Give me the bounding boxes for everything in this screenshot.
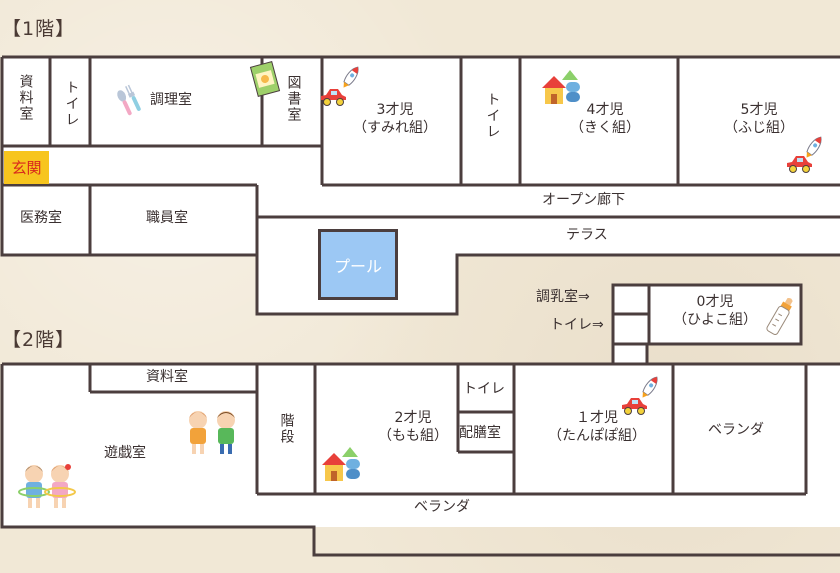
entrance: 玄関 — [4, 151, 49, 184]
room-toilet-1f-b: トイレ — [484, 92, 501, 140]
toy-car-icon — [321, 89, 346, 106]
toilet-pointer: トイレ⇒ — [550, 317, 604, 333]
floor-1-label: 【1階】 — [2, 18, 76, 40]
room-playroom: 遊戯室 — [104, 445, 146, 461]
pool: プール — [318, 229, 398, 300]
toy-car-icon — [622, 398, 647, 415]
room-toilet-1f-a: トイレ — [63, 80, 80, 128]
room-library: 図書室 — [285, 75, 302, 123]
terrace: テラス — [566, 227, 608, 243]
room-age2: 2才児 （もも組） — [378, 410, 448, 444]
toy-house-icon — [322, 447, 360, 481]
rocket-icon — [343, 66, 359, 88]
open-corridor: オープン廊下 — [542, 192, 626, 208]
toy-house-icon — [542, 70, 580, 104]
room-kitchen: 調理室 — [150, 92, 192, 108]
floor-2-label: 【2階】 — [2, 329, 76, 351]
rocket-icon — [806, 136, 822, 158]
room-toilet-2f: トイレ — [463, 381, 505, 397]
utensils-icon — [117, 84, 141, 116]
room-staff: 職員室 — [146, 210, 188, 226]
room-serving: 配膳室 — [459, 425, 501, 441]
room-age5: 5才児 （ふじ組） — [724, 102, 794, 136]
veranda: ベランダ — [414, 499, 470, 515]
room-age4: 4才児 （きく組） — [570, 102, 640, 136]
stairs: 階段 — [278, 413, 295, 445]
room-age3: 3才児 （すみれ組） — [353, 102, 437, 136]
room-storage-2f: 資料室 — [146, 369, 188, 385]
children-icon — [18, 464, 76, 508]
baby-bottle-icon — [766, 297, 793, 335]
milk-room-pointer: 調乳室⇒ — [536, 289, 590, 305]
rocket-icon — [642, 376, 658, 398]
room-storage-1f: 資料室 — [17, 74, 34, 122]
room-veranda-2f: ベランダ — [708, 422, 764, 438]
room-age0: 0才児 （ひよこ組） — [673, 294, 757, 328]
toy-car-icon — [787, 156, 812, 173]
book-icon — [249, 61, 281, 97]
children-icon — [189, 411, 235, 454]
room-infirmary: 医務室 — [20, 210, 62, 226]
room-age1: １才児 （たんぽぽ組） — [548, 410, 646, 444]
